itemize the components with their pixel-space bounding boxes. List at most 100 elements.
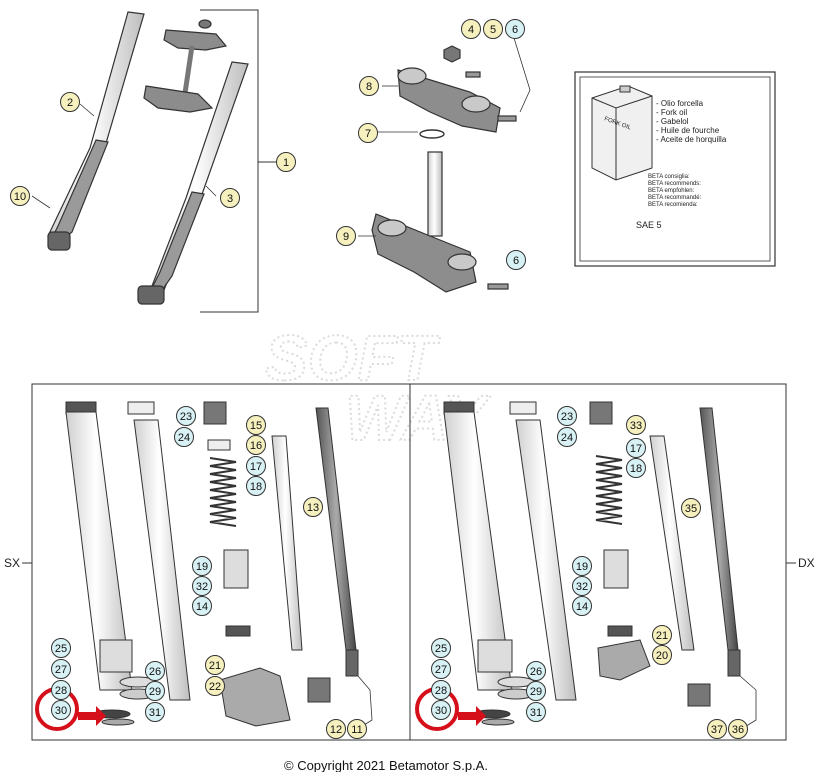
callout-r26: 26 (526, 661, 546, 681)
callout-c3: 3 (220, 188, 240, 208)
right-inner-tube (515, 419, 577, 701)
oil-grade: SAE 5 (636, 220, 662, 230)
callout-l28: 28 (51, 680, 71, 700)
left-side-label: SX (4, 556, 20, 570)
callout-number: 19 (196, 561, 208, 573)
left-fork-leg (47, 11, 145, 241)
left-base-valve-12 (307, 677, 331, 703)
callout-number: 28 (435, 685, 447, 697)
recommend-line-1: BETA consiglia: (648, 174, 690, 180)
callout-r19: 19 (572, 556, 592, 576)
callout-l26: 26 (145, 661, 165, 681)
callout-number: 27 (435, 664, 447, 676)
stem-nut (443, 45, 461, 63)
fork-assembly-group (31, 9, 276, 313)
callout-number: 14 (576, 601, 588, 613)
callout-l15: 15 (246, 415, 266, 435)
callout-number: 31 (149, 707, 161, 719)
right-side-label: DX (798, 556, 815, 570)
callout-number: 35 (685, 503, 697, 515)
callout-number: 5 (490, 24, 496, 36)
callout-r30: 30 (431, 700, 451, 720)
callout-c6b: 6 (506, 250, 526, 270)
pinch-bolt (465, 71, 481, 78)
oil-line-2: - Fork oil (656, 108, 687, 117)
steering-stem-group (358, 37, 531, 293)
callout-number: 11 (351, 724, 362, 736)
callout-c9: 9 (336, 226, 356, 246)
callout-c7: 7 (358, 123, 378, 143)
callout-number: 3 (227, 193, 233, 205)
callout-number: 19 (576, 561, 588, 573)
oil-line-5: - Aceite de horquilla (656, 135, 727, 144)
callout-number: 23 (180, 411, 192, 423)
callout-r32: 32 (572, 576, 592, 596)
callout-l12: 12 (326, 719, 346, 739)
oil-line-4: - Huile de fourche (656, 126, 720, 135)
right-fork-lower (149, 191, 205, 297)
callout-number: 27 (55, 664, 67, 676)
left-tube-bushings (99, 639, 133, 673)
right-rod-35 (649, 435, 695, 651)
callout-number: 22 (209, 681, 221, 693)
callout-l30: 30 (51, 700, 71, 720)
callout-r14: 14 (572, 596, 592, 616)
callout-number: 18 (250, 481, 262, 493)
callout-number: 37 (711, 724, 723, 736)
internals-frame (22, 383, 796, 741)
callout-r23: 23 (557, 406, 577, 426)
callout-number: 12 (330, 724, 342, 736)
stem-o-ring (419, 129, 445, 139)
callout-c6a: 6 (505, 19, 525, 39)
callout-number: 17 (630, 443, 642, 455)
callout-number: 31 (530, 707, 542, 719)
callout-l24: 24 (174, 427, 194, 447)
callout-number: 25 (55, 643, 67, 655)
callout-number: 6 (512, 24, 518, 36)
callout-l14: 14 (192, 596, 212, 616)
callout-r31: 31 (526, 702, 546, 722)
callout-number: 7 (365, 128, 371, 140)
left-internals (65, 401, 373, 731)
callout-c5: 5 (483, 19, 503, 39)
left-axle-bracket-21 (219, 667, 291, 727)
callout-number: 29 (530, 686, 542, 698)
left-top-cap-15 (203, 401, 227, 425)
callout-number: 32 (196, 581, 208, 593)
left-axle-clamp (47, 231, 71, 251)
right-axle-clamp (137, 285, 165, 305)
callout-r28: 28 (431, 680, 451, 700)
callout-l32: 32 (192, 576, 212, 596)
fork-oil-box: FORK OIL - Olio forcella - Fork oil - Ga… (574, 71, 776, 267)
callout-r27: 27 (431, 659, 451, 679)
callout-number: 36 (732, 724, 744, 736)
callout-number: 26 (149, 666, 161, 678)
callout-r29: 29 (526, 681, 546, 701)
callout-c8: 8 (359, 76, 379, 96)
callout-number: 8 (366, 81, 372, 93)
right-axle-bracket (597, 639, 651, 681)
callout-number: 16 (250, 440, 262, 452)
left-cap-23 (127, 401, 155, 415)
callout-number: 24 (178, 432, 190, 444)
callout-l16: 16 (246, 435, 266, 455)
callout-r24: 24 (557, 427, 577, 447)
highlight-arrow-right (458, 706, 486, 726)
callout-l21: 21 (205, 655, 225, 675)
callout-number: 26 (530, 666, 542, 678)
callout-number: 4 (468, 24, 474, 36)
oil-line-3: - Gabelol (656, 117, 689, 126)
lower-triple-clamp (143, 85, 214, 113)
recommend-line-2: BETA recommends: (648, 181, 701, 187)
callout-l13: 13 (303, 497, 323, 517)
callout-r36: 36 (728, 719, 748, 739)
left-spring (209, 457, 237, 527)
oil-can-icon (591, 85, 653, 181)
callout-r20: 20 (652, 645, 672, 665)
callout-r17: 17 (626, 438, 646, 458)
highlight-arrow-left (78, 706, 106, 726)
callout-c10: 10 (10, 186, 30, 206)
callout-number: 14 (196, 601, 208, 613)
